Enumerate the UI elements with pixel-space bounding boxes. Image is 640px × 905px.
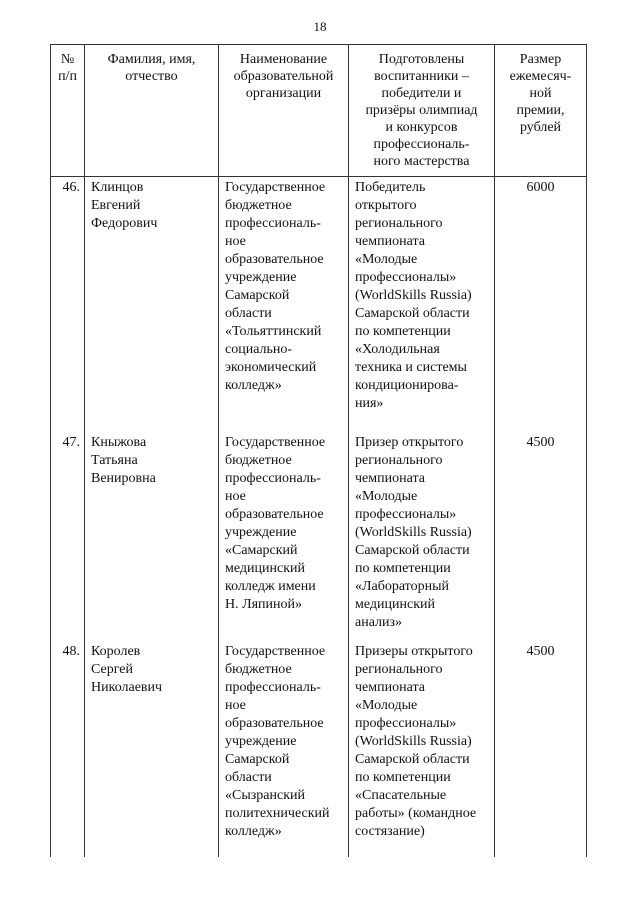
row-organization: Государственное бюджетное профессиональ-… — [218, 176, 349, 432]
row-full-name: Кныжова Татьяна Венировна — [84, 432, 219, 641]
row-bonus-amount: 6000 — [494, 176, 587, 432]
table-row: 48. Королев Сергей Николаевич Государств… — [50, 641, 587, 857]
row-organization: Государственное бюджетное профессиональ-… — [218, 641, 349, 857]
header-full-name: Фамилия, имя, отчество — [84, 44, 219, 177]
row-number: 48. — [50, 641, 85, 857]
row-achievement: Призер открытого регионального чемпионат… — [348, 432, 495, 641]
table-row: 46. Клинцов Евгений Федорович Государств… — [50, 176, 587, 432]
header-organization: Наименование образовательной организации — [218, 44, 349, 177]
row-number: 46. — [50, 176, 85, 432]
row-bonus-amount: 4500 — [494, 641, 587, 857]
row-achievement: Призеры открытого регионального чемпиона… — [348, 641, 495, 857]
table-row: 47. Кныжова Татьяна Венировна Государств… — [50, 432, 587, 641]
header-bonus-amount: Размер ежемесяч- ной премии, рублей — [494, 44, 587, 177]
table-header: № п/п Фамилия, имя, отчество Наименовани… — [50, 44, 587, 177]
row-bonus-amount: 4500 — [494, 432, 587, 641]
header-number: № п/п — [50, 44, 85, 177]
row-organization: Государственное бюджетное профессиональ-… — [218, 432, 349, 641]
header-achievement: Подготовлены воспитанники – победители и… — [348, 44, 495, 177]
row-achievement: Победитель открытого регионального чемпи… — [348, 176, 495, 432]
row-number: 47. — [50, 432, 85, 641]
row-full-name: Королев Сергей Николаевич — [84, 641, 219, 857]
awards-table: № п/п Фамилия, имя, отчество Наименовани… — [50, 44, 587, 857]
row-full-name: Клинцов Евгений Федорович — [84, 176, 219, 432]
page-number: 18 — [313, 19, 327, 34]
